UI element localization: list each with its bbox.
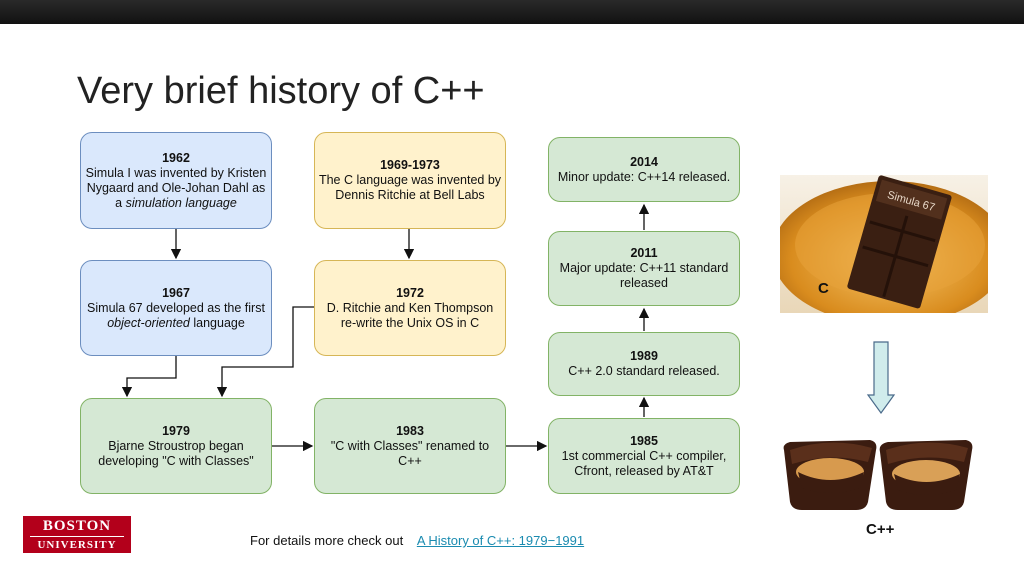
timeline-box-1972: 1972 D. Ritchie and Ken Thompson re-writ…	[314, 260, 506, 356]
box-year: 1989	[630, 349, 658, 363]
footer: For details more check out A History of …	[250, 533, 584, 548]
box-text: C++ 2.0 standard released.	[568, 364, 720, 378]
box-year: 2014	[630, 154, 658, 169]
box-text: The C language was invented by Dennis Ri…	[318, 173, 502, 202]
logo-rule	[30, 535, 124, 537]
timeline-box-1962: 1962 Simula I was invented by Kristen Ny…	[80, 132, 272, 229]
timeline-box-1969-1973: 1969-1973 The C language was invented by…	[314, 132, 506, 229]
chocolate-honey-image: Simula 67 C	[780, 175, 988, 313]
peanut-butter-cups-image	[783, 440, 973, 510]
box-year: 1983	[396, 423, 424, 438]
arrow-1972-1979	[216, 306, 314, 398]
box-text: Simula 67 developed as the first object-…	[87, 300, 265, 330]
timeline-box-1983: 1983 "C with Classes" renamed to C++	[314, 398, 506, 494]
timeline-box-1967: 1967 Simula 67 developed as the first ob…	[80, 260, 272, 356]
cups-label: C++	[866, 521, 895, 538]
box-text: Minor update: C++14 released.	[557, 169, 731, 184]
box-text: Bjarne Stroustrop began developing "C wi…	[98, 438, 254, 468]
box-year: 1967	[162, 285, 190, 300]
top-bar	[0, 0, 1024, 24]
box-year: 1969-1973	[380, 158, 440, 172]
logo-line2: UNIVERSITY	[37, 538, 117, 551]
box-year: 2011	[630, 246, 658, 260]
timeline-box-2011: 2011 Major update: C++11 standard releas…	[548, 231, 740, 306]
box-text: 1st commercial C++ compiler, Cfront, rel…	[561, 448, 727, 478]
boston-university-logo: BOSTON UNIVERSITY	[23, 516, 131, 553]
timeline-box-1979: 1979 Bjarne Stroustrop began developing …	[80, 398, 272, 494]
arrow-1967-1979	[121, 356, 177, 398]
footer-text: For details more check out	[250, 533, 404, 548]
logo-line1: BOSTON	[42, 517, 112, 534]
box-text: D. Ritchie and Ken Thompson re-write the…	[326, 300, 494, 330]
box-text: Simula I was invented by Kristen Nygaard…	[85, 165, 267, 210]
box-text: "C with Classes" renamed to C++	[330, 438, 490, 468]
timeline-box-1985: 1985 1st commercial C++ compiler, Cfront…	[548, 418, 740, 494]
box-year: 1962	[162, 150, 190, 165]
slide-title: Very brief history of C++	[77, 70, 485, 112]
timeline-box-1989: 1989 C++ 2.0 standard released.	[548, 332, 740, 396]
box-year: 1979	[162, 423, 190, 438]
box-year: 1985	[630, 433, 658, 448]
box-year: 1972	[396, 285, 424, 300]
box-text: Major update: C++11 standard released	[559, 261, 729, 290]
down-arrow-icon	[866, 341, 896, 415]
timeline-box-2014: 2014 Minor update: C++14 released.	[548, 137, 740, 202]
honey-label: C	[818, 280, 829, 297]
history-link[interactable]: A History of C++: 1979−1991	[416, 533, 585, 548]
